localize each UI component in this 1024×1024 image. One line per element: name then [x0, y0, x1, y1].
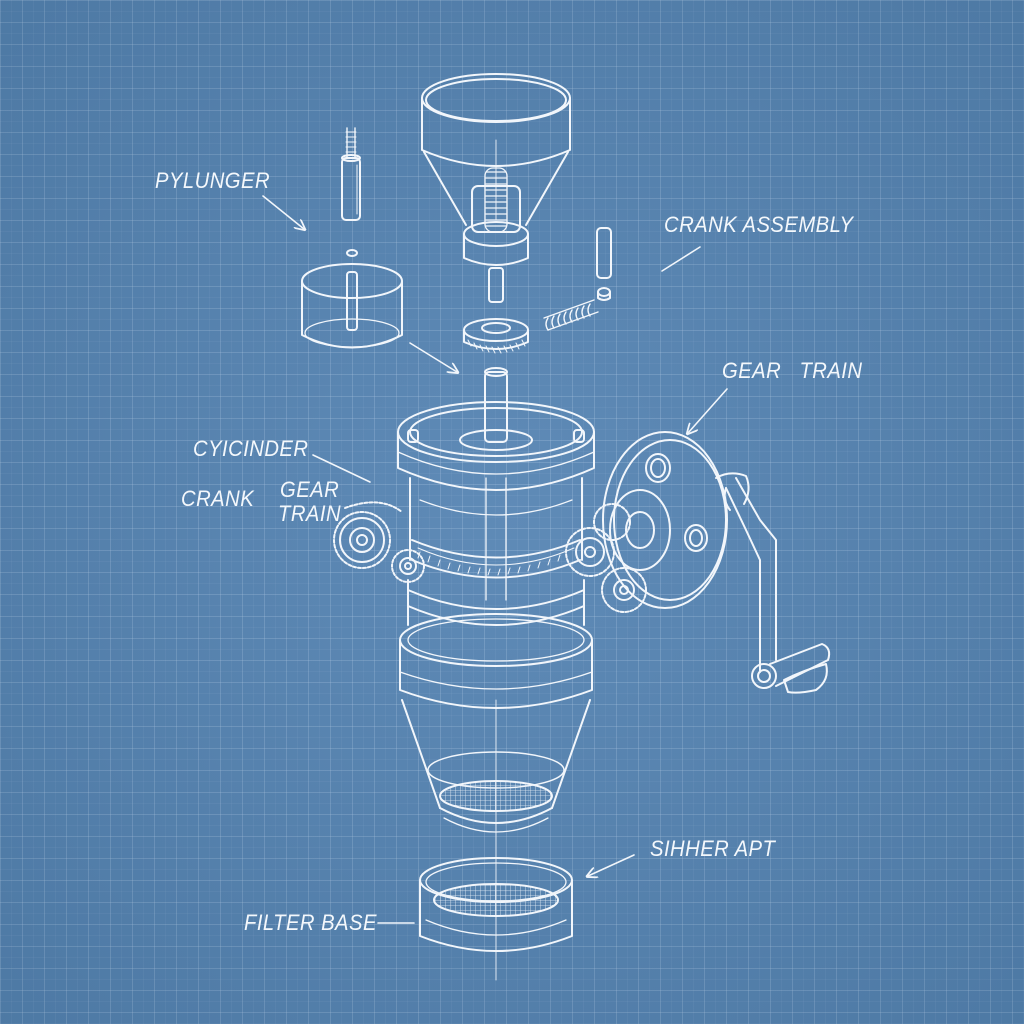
label-crank-assembly: CRANK ASSEMBLY — [664, 212, 854, 237]
pin-icon — [596, 227, 612, 301]
conical-body-icon — [399, 613, 593, 833]
crank-assembly-leader — [661, 246, 701, 272]
label-filter-base: FILTER BASE — [244, 910, 377, 935]
gear-train-arrow-icon — [688, 388, 728, 433]
label-gear-train-left-2: TRAIN — [278, 501, 342, 526]
threaded-rod-icon — [341, 127, 361, 221]
sifter-arrow-icon — [588, 854, 635, 876]
cylinder-leader — [312, 454, 371, 483]
plunger-cup-icon — [301, 249, 403, 349]
leader-lines — [262, 195, 728, 924]
cylinder-arrow-icon — [409, 342, 457, 372]
crank-handle-icon — [715, 472, 831, 694]
label-gear-train-right: GEAR TRAIN — [722, 358, 863, 383]
filter-base-icon — [419, 857, 573, 952]
shaft-icon — [484, 367, 508, 443]
label-plunger: PYLUNGER — [155, 168, 271, 193]
label-cylinder: CYICINDER — [193, 436, 309, 461]
drive-gear-icon — [463, 318, 529, 354]
hopper-funnel-icon — [421, 73, 571, 303]
side-gears-left-icon — [333, 501, 425, 583]
label-sifter-apt: SIHHER APT — [650, 836, 776, 861]
crank-wheel-icon — [602, 431, 728, 609]
spring-icon — [543, 299, 599, 331]
cylinder-housing-icon — [397, 401, 595, 626]
plunger-arrow-icon — [262, 195, 304, 229]
label-gear-train-left-1: GEAR — [280, 477, 340, 502]
label-crank: CRANK — [181, 486, 255, 511]
